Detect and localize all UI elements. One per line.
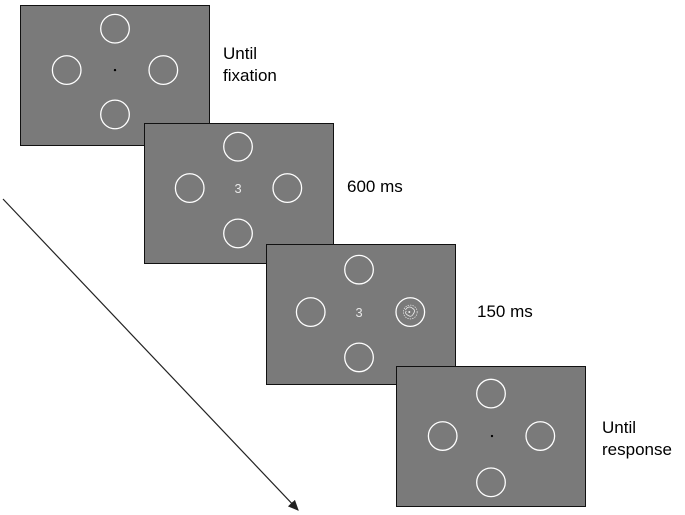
frame-label-line2: fixation bbox=[223, 66, 277, 85]
frame-label-line1: 600 ms bbox=[347, 177, 403, 196]
placeholder-display: 3 bbox=[295, 254, 426, 373]
placeholder-display bbox=[427, 378, 556, 498]
placeholder-circle-icon bbox=[223, 131, 253, 162]
frame-label: 600 ms bbox=[347, 176, 403, 198]
placeholder-circle-icon bbox=[272, 173, 303, 204]
placeholder-circle-icon bbox=[427, 421, 458, 451]
placeholder-circle-icon bbox=[525, 421, 556, 451]
placeholder-circle-icon bbox=[344, 254, 374, 285]
placeholder-circle-icon bbox=[295, 297, 326, 327]
placeholder-circle-icon bbox=[395, 297, 426, 327]
target-blob-icon bbox=[402, 304, 418, 320]
placeholder-circle-icon bbox=[223, 218, 253, 249]
placeholder-circle-icon bbox=[344, 342, 374, 373]
frame-label-line1: Until bbox=[223, 44, 258, 63]
placeholder-display: 3 bbox=[174, 131, 303, 249]
placeholder-circle-icon bbox=[174, 173, 205, 204]
placeholder-circle-icon bbox=[51, 55, 82, 86]
cue-digit: 3 bbox=[355, 305, 362, 320]
placeholder-circle-icon bbox=[100, 99, 130, 130]
frame-label-line2: response bbox=[602, 440, 672, 459]
placeholder-circle-icon bbox=[476, 378, 506, 409]
frame-label-line1: Until bbox=[602, 418, 637, 437]
frame-response bbox=[396, 366, 586, 507]
frame-label: Until fixation bbox=[223, 43, 277, 87]
frame-target: 3 bbox=[266, 244, 456, 385]
placeholder-circle-icon bbox=[148, 55, 179, 86]
cue-digit: 3 bbox=[234, 181, 241, 196]
fixation-dot-icon bbox=[113, 68, 117, 72]
fixation-dot-icon bbox=[490, 434, 494, 438]
placeholder-circle-icon bbox=[100, 13, 130, 44]
placeholder-circle-icon bbox=[476, 467, 506, 498]
frame-label: 150 ms bbox=[477, 301, 533, 323]
frame-label: Until response bbox=[602, 417, 672, 461]
frame-fixation bbox=[20, 5, 210, 146]
frame-label-line1: 150 ms bbox=[477, 302, 533, 321]
frame-cue: 3 bbox=[144, 123, 334, 264]
placeholder-display bbox=[51, 13, 179, 130]
